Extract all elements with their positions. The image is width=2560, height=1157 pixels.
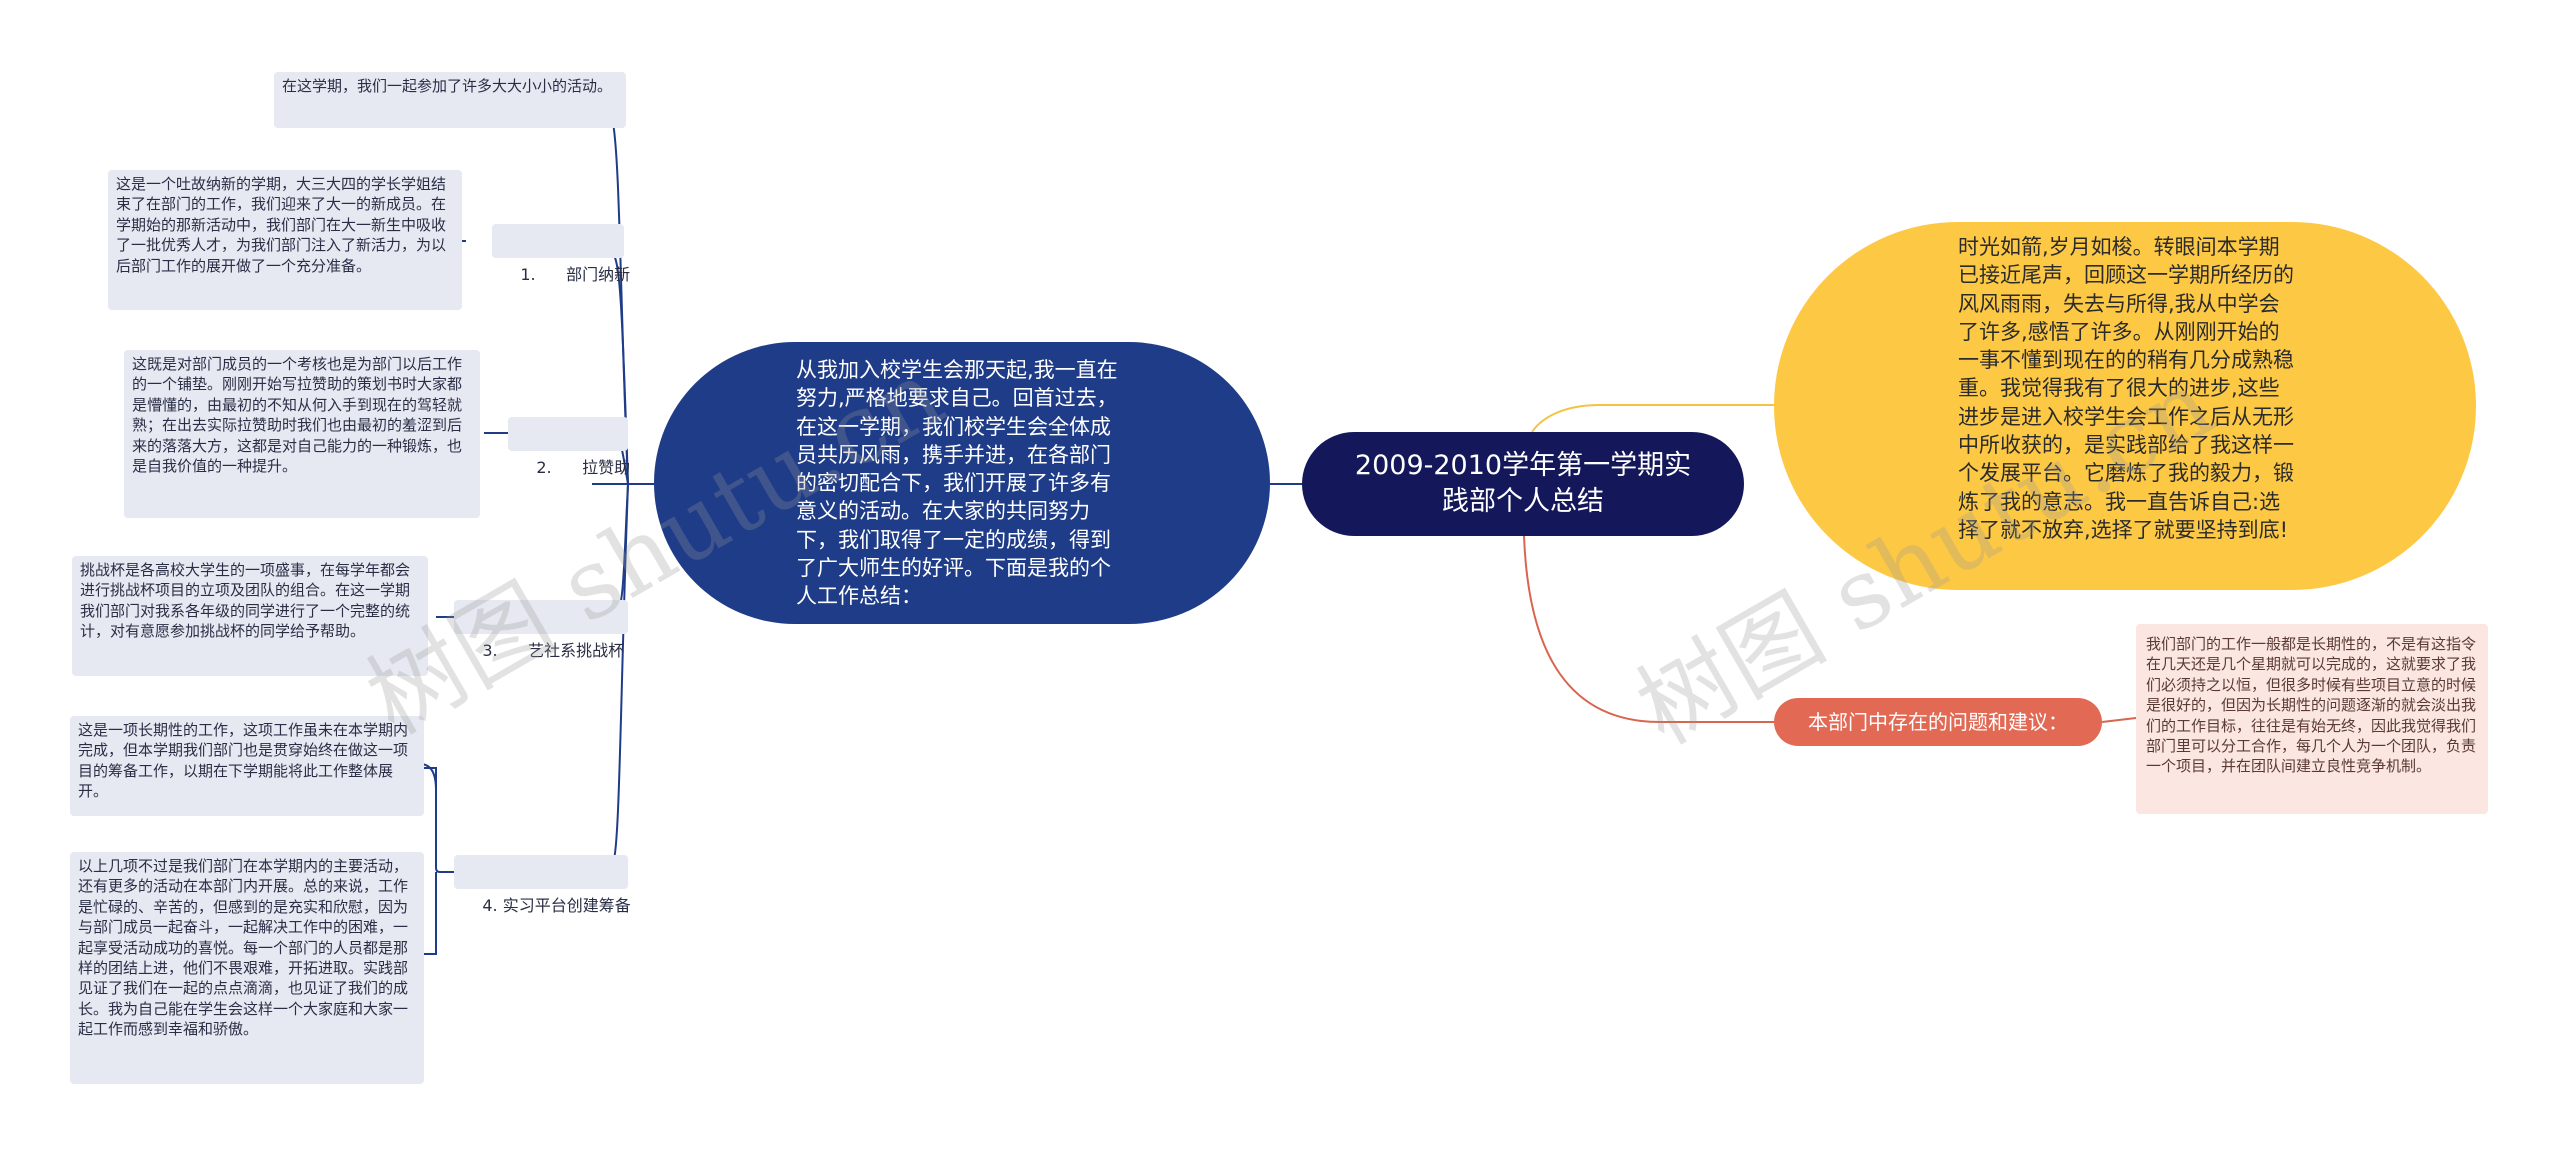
branch-1-detail[interactable]: 这是一个吐故纳新的学期，大三大四的学长学姐结束了在部门的工作，我们迎来了大一的新… [108, 170, 462, 310]
branch-1[interactable]: 1. 部门纳新 [492, 224, 630, 284]
top-note-text: 在这学期，我们一起参加了许多大大小小的活动。 [282, 77, 613, 95]
branch-3-text: 挑战杯是各高校大学生的一项盛事，在每学年都会进行挑战杯项目的立项及团队的组合。在… [80, 561, 411, 641]
problem-detail-node[interactable]: 我们部门的工作一般都是长期性的，不是有这指令在几天还是几个星期就可以完成的，这就… [2136, 624, 2488, 814]
branch-3-label: 3. 艺社系挑战杯 [482, 641, 625, 660]
summary-node[interactable]: 时光如箭,岁月如梭。转眼间本学期已接近尾声，回顾这一学期所经历的风风雨雨，失去与… [1774, 222, 2476, 590]
intro-node[interactable]: 从我加入校学生会那天起,我一直在努力,严格地要求自己。回首过去，在这一学期，我们… [654, 342, 1270, 624]
branch-3-detail[interactable]: 挑战杯是各高校大学生的一项盛事，在每学年都会进行挑战杯项目的立项及团队的组合。在… [72, 556, 428, 676]
intro-text: 从我加入校学生会那天起,我一直在努力,严格地要求自己。回首过去，在这一学期，我们… [796, 358, 1118, 609]
branch-4-text-b: 以上几项不过是我们部门在本学期内的主要活动，还有更多的活动在本部门内开展。总的来… [78, 857, 409, 1039]
branch-1-label: 1. 部门纳新 [520, 265, 631, 284]
branch-2-text: 这既是对部门成员的一个考核也是为部门以后工作的一个铺垫。刚刚开始写拉赞助的策划书… [132, 355, 463, 476]
root-node[interactable]: 2009-2010学年第一学期实践部个人总结 [1302, 432, 1744, 536]
top-note-node[interactable]: 在这学期，我们一起参加了许多大大小小的活动。 [274, 72, 626, 128]
branch-2-detail[interactable]: 这既是对部门成员的一个考核也是为部门以后工作的一个铺垫。刚刚开始写拉赞助的策划书… [124, 350, 480, 518]
link-root-problem [1523, 535, 1774, 723]
summary-text: 时光如箭,岁月如梭。转眼间本学期已接近尾声，回顾这一学期所经历的风风雨雨，失去与… [1958, 235, 2294, 542]
branch-3[interactable]: 3. 艺社系挑战杯 [454, 600, 628, 660]
branch-4-text-a: 这是一项长期性的工作，这项工作虽未在本学期内完成，但本学期我们部门也是贯穿始终在… [78, 721, 409, 801]
problem-node[interactable]: 本部门中存在的问题和建议： [1774, 698, 2102, 746]
branch-4-detail-b[interactable]: 以上几项不过是我们部门在本学期内的主要活动，还有更多的活动在本部门内开展。总的来… [70, 852, 424, 1084]
branch-1-text: 这是一个吐故纳新的学期，大三大四的学长学姐结束了在部门的工作，我们迎来了大一的新… [116, 175, 447, 275]
branch-4-label: 4. 实习平台创建筹备 [482, 896, 631, 915]
branch-4-detail-a[interactable]: 这是一项长期性的工作，这项工作虽未在本学期内完成，但本学期我们部门也是贯穿始终在… [70, 716, 424, 816]
branch-2-label: 2. 拉赞助 [536, 458, 631, 477]
root-title: 2009-2010学年第一学期实践部个人总结 [1354, 450, 1692, 517]
link-problem-text [2101, 717, 2137, 723]
link-root-summary [1531, 404, 1774, 433]
branch-4[interactable]: 4. 实习平台创建筹备 [454, 855, 631, 915]
problem-label: 本部门中存在的问题和建议： [1808, 710, 2068, 734]
problem-detail-text: 我们部门的工作一般都是长期性的，不是有这指令在几天还是几个星期就可以完成的，这就… [2146, 635, 2477, 776]
branch-2[interactable]: 2. 拉赞助 [508, 417, 630, 477]
